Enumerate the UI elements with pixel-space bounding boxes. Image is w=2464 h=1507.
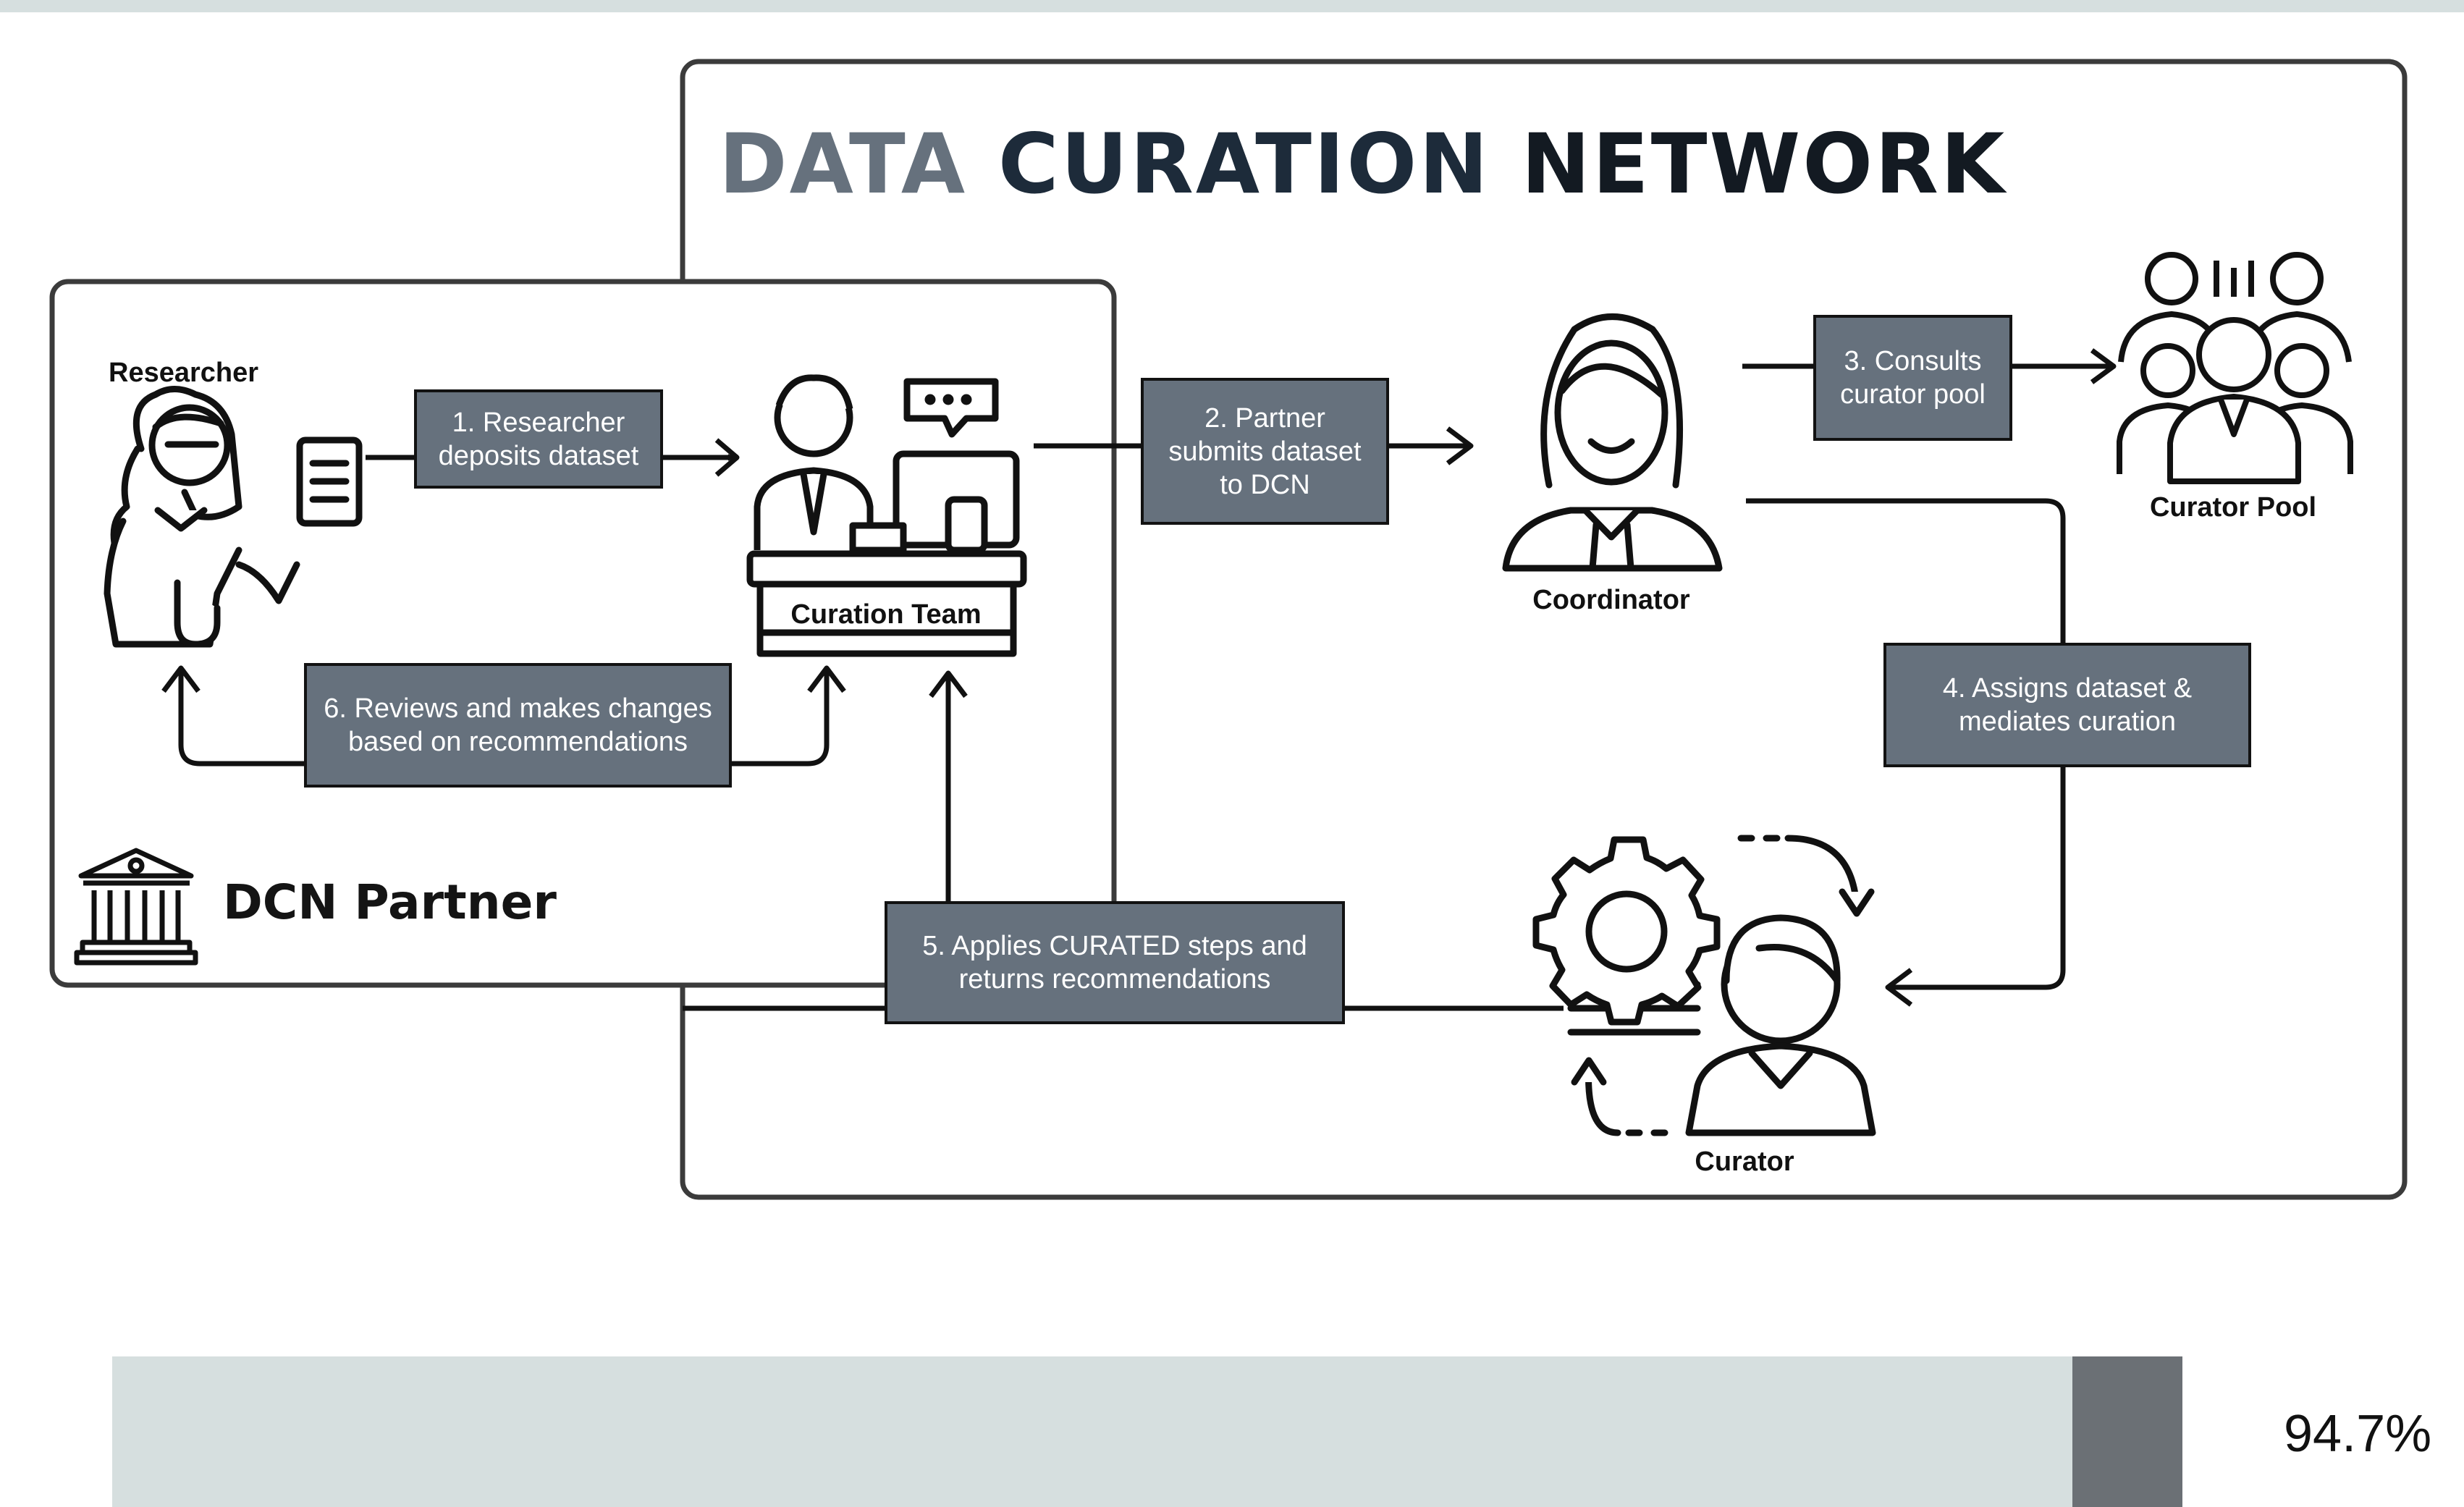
progress-bar-marker [2072, 1356, 2182, 1507]
page-title: DATA CURATION NETWORK [719, 116, 2007, 212]
curator-pool-icon [2117, 252, 2353, 484]
institution-icon [74, 848, 198, 966]
gear-icon [1532, 836, 1721, 1026]
curation-team-icon [746, 374, 1027, 657]
step-1-box: 1. Researcher deposits dataset [414, 389, 663, 489]
step-4-box: 4. Assigns dataset & mediates curation [1883, 643, 2251, 767]
progress-bar-fill [112, 1356, 2073, 1507]
progress-bar [112, 1356, 2182, 1507]
title-word-1: DATA [719, 116, 968, 212]
curator-label: Curator [1695, 1147, 1794, 1177]
step-3-box: 3. Consults curator pool [1813, 315, 2012, 441]
researcher-icon [104, 386, 363, 648]
researcher-label: Researcher [109, 358, 259, 388]
title-word-3: NETWORK [1521, 116, 2007, 212]
coordinator-icon [1502, 313, 1723, 572]
coordinator-label: Coordinator [1532, 585, 1690, 615]
top-band [0, 0, 2464, 12]
step-2-box: 2. Partner submits dataset to DCN [1141, 378, 1389, 525]
dcn-partner-label: DCN Partner [223, 874, 557, 930]
progress-label: 94.7% [2284, 1405, 2432, 1463]
curator-icon [1567, 835, 1876, 1136]
step-6-box: 6. Reviews and makes changes based on re… [304, 663, 732, 788]
curation-team-label: Curation Team [790, 599, 982, 630]
step-5-box: 5. Applies CURATED steps and returns rec… [885, 901, 1345, 1024]
title-word-2: CURATION [997, 116, 1490, 212]
arrow-step6 [178, 670, 305, 767]
curator-pool-label: Curator Pool [2149, 492, 2317, 523]
